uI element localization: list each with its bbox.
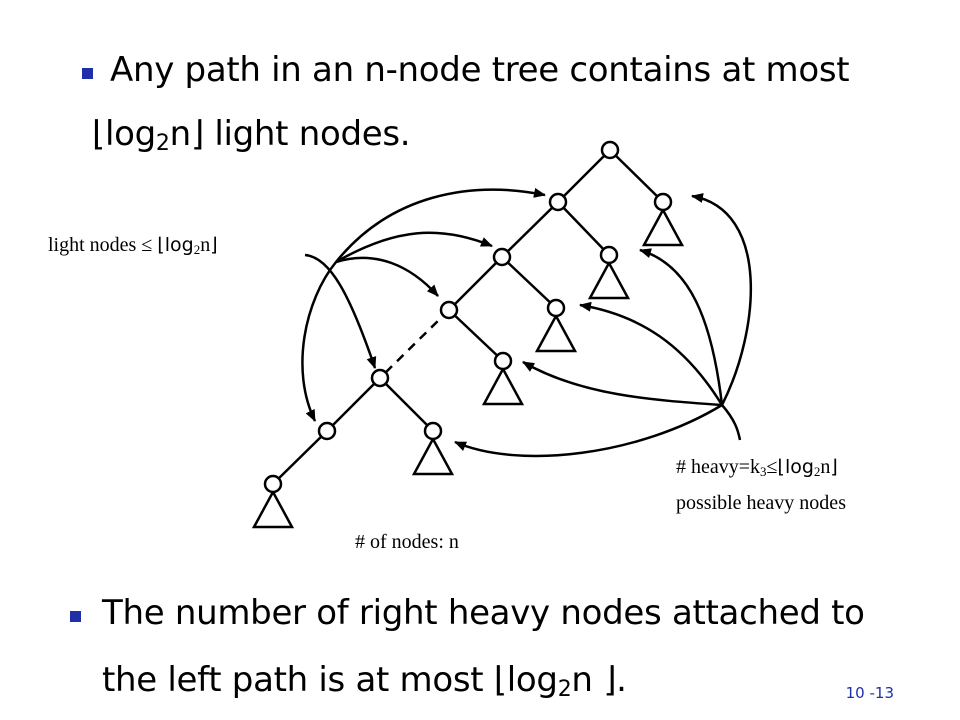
light-arrow (335, 256, 439, 297)
subtree-triangle (534, 313, 578, 353)
tree-node (548, 192, 568, 212)
tree-edge (609, 149, 664, 203)
light-arrow (301, 261, 337, 422)
tree-edge-dashed (379, 309, 450, 379)
n-text: n (200, 234, 211, 256)
bullet-marker-1 (82, 68, 93, 79)
tree-node (546, 298, 566, 318)
tree-node (599, 245, 619, 265)
light-nodes-text: light nodes. (203, 114, 411, 154)
heavy-nodes-label: # heavy=k3≤⌊log2n⌋ (676, 456, 838, 480)
tree-node (492, 247, 512, 267)
log-subscript: 2 (557, 677, 572, 702)
heavy-nodes-label-line2: possible heavy nodes (676, 492, 846, 514)
page-number: 10 -13 (845, 684, 894, 702)
floor-open: ⌊ (777, 456, 785, 478)
heavy-arrow-tail (721, 404, 742, 441)
heavy-arrow (639, 248, 724, 406)
light-arrow (335, 231, 493, 264)
floor-close: ⌋ (190, 114, 204, 154)
tree-edge (326, 377, 381, 432)
bullet2-prefix: the left path is at most (102, 660, 494, 700)
light-arrow (335, 187, 546, 263)
log-text: log (506, 660, 558, 700)
subtree-triangle (411, 436, 455, 476)
light-arrow (304, 253, 377, 369)
heavy-arrow (691, 193, 753, 406)
log-text: log (784, 456, 814, 478)
tree-node (423, 421, 443, 441)
bullet-marker-2 (70, 611, 81, 622)
subtree-triangle (587, 260, 631, 300)
tree-edge (557, 201, 610, 256)
tree-node (653, 192, 673, 212)
heavy-arrow (579, 301, 724, 406)
tree-node (600, 140, 620, 160)
bullet1-line1: Any path in an n-node tree contains at m… (110, 50, 850, 90)
n-text: n (169, 114, 192, 154)
tree-edge (379, 377, 434, 432)
heavy-arrow (522, 360, 723, 407)
tree-edge (501, 256, 557, 309)
floor-open: ⌊ (493, 660, 507, 700)
log-text: log (164, 234, 194, 256)
subtree-triangle (251, 489, 295, 529)
log-text: log (104, 114, 156, 154)
heavy-label-prefix: # heavy=k (676, 456, 761, 478)
subtree-triangle (641, 207, 685, 247)
tree-edge (448, 256, 503, 311)
light-nodes-label: light nodes ≤ ⌊log2n⌋ (48, 234, 218, 258)
light-label-prefix: light nodes ≤ (48, 234, 158, 256)
bullet2-line2: the left path is at most ⌊log2n ⌋. (102, 660, 627, 702)
tree-node (263, 474, 283, 494)
bullet2-line1: The number of right heavy nodes attached… (102, 593, 865, 633)
k-subscript: 3 (760, 464, 767, 479)
floor-close: ⌋ (210, 234, 218, 256)
tree-edge (557, 149, 611, 203)
bullet1-line2: ⌊log2n⌋ light nodes. (92, 114, 411, 156)
floor-close: ⌋ (603, 660, 617, 700)
subtree-triangle (481, 366, 525, 406)
leq-symbol: ≤ (766, 456, 778, 478)
tree-node (439, 300, 459, 320)
log-subscript: 2 (155, 131, 170, 156)
n-text: n (571, 660, 604, 700)
n-text: n (820, 456, 831, 478)
heavy-arrow (454, 403, 723, 458)
period: . (616, 660, 627, 700)
tree-edge (272, 430, 328, 485)
tree-edge (448, 309, 504, 362)
log-subscript: 2 (193, 242, 201, 257)
floor-open: ⌊ (157, 234, 165, 256)
tree-node (317, 421, 337, 441)
log-subscript: 2 (813, 464, 821, 479)
tree-node (493, 351, 513, 371)
tree-edge (501, 201, 559, 258)
floor-close: ⌋ (830, 456, 838, 478)
tree-node (370, 368, 390, 388)
node-count-label: # of nodes: n (355, 531, 459, 553)
floor-open: ⌊ (92, 114, 105, 154)
